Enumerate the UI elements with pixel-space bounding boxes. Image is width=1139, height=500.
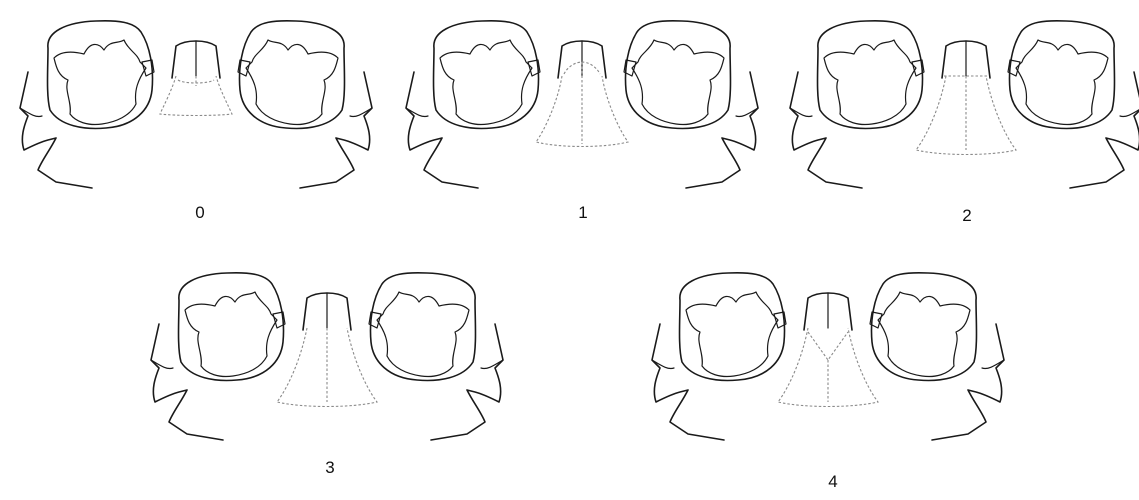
skull-diagram-3: 3 [137, 262, 517, 472]
skull-drawing-4 [638, 262, 1018, 462]
figure-label-2: 2 [962, 206, 971, 226]
skull-drawing-2 [776, 10, 1139, 210]
nasal-dashed-outline-2 [916, 76, 1016, 155]
figure-label-0: 0 [195, 203, 204, 223]
skull-drawing-3 [137, 262, 517, 462]
skull-diagram-1: 1 [392, 10, 772, 220]
skull-drawing-1 [392, 10, 772, 210]
figure-label-3: 3 [325, 458, 334, 478]
skull-diagram-0: 0 [6, 10, 386, 220]
skull-diagram-4: 4 [638, 262, 1018, 472]
figure-label-4: 4 [828, 472, 837, 492]
nasal-dashed-vee-4 [808, 332, 848, 360]
nasal-dashed-outline-4 [778, 328, 878, 407]
figure-label-1: 1 [578, 203, 587, 223]
skull-drawing-0 [6, 10, 386, 210]
skull-diagram-2: 2 [776, 10, 1139, 220]
nasal-dashed-outline-3 [277, 328, 377, 407]
